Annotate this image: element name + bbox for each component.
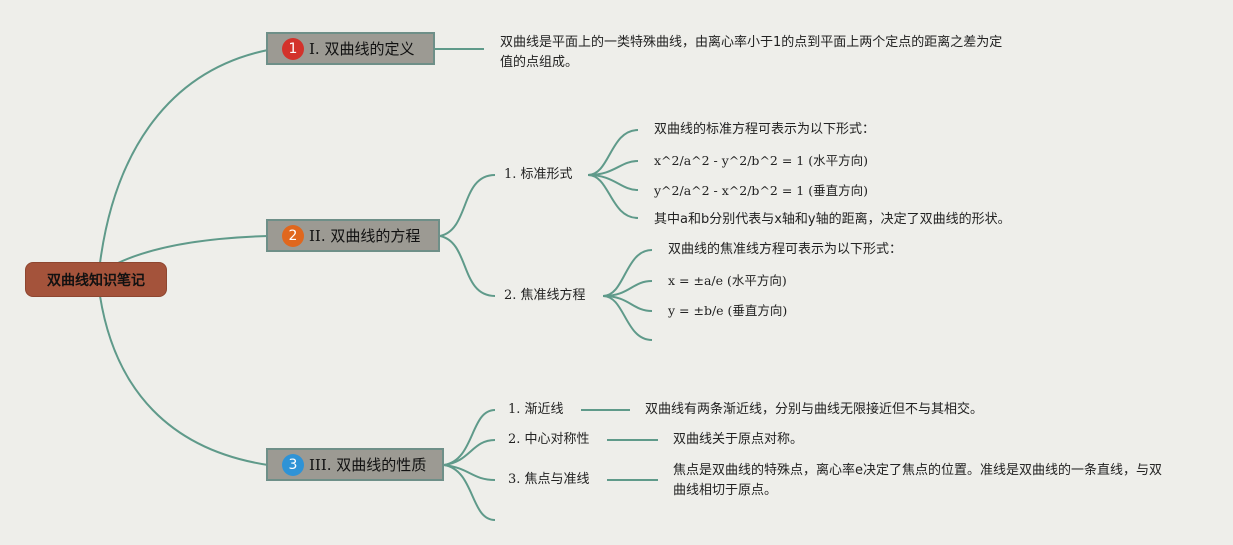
subtopic-directrix-equation[interactable]: 2. 焦准线方程 (504, 288, 586, 303)
subtopic-central-symmetry[interactable]: 2. 中心对称性 (508, 432, 590, 447)
topic-label: II. 双曲线的方程 (309, 227, 421, 245)
topic-equations[interactable]: 2 II. 双曲线的方程 (266, 219, 440, 252)
equation-leaf: y = ±b/e (垂直方向) (668, 303, 788, 318)
topic-label: III. 双曲线的性质 (309, 456, 427, 474)
equation-leaf: y^2/a^2 - x^2/b^2 = 1 (垂直方向) (654, 183, 868, 198)
subtopic-standard-form[interactable]: 1. 标准形式 (504, 167, 573, 182)
leaf-text: 双曲线的焦准线方程可表示为以下形式： (668, 242, 903, 257)
leaf-text: 其中a和b分别代表与x轴和y轴的距离，决定了双曲线的形状。 (654, 212, 1011, 227)
leaf-text: 双曲线关于原点对称。 (673, 432, 804, 447)
root-title: 双曲线知识笔记 (47, 272, 145, 289)
equation-leaf: x = ±a/e (水平方向) (668, 273, 787, 288)
topic-definition[interactable]: 1 I. 双曲线的定义 (266, 32, 435, 65)
definition-text: 双曲线是平面上的一类特殊曲线，由离心率小于1的点到平面上两个定点的距离之差为定值… (500, 35, 1003, 70)
topic-properties[interactable]: 3 III. 双曲线的性质 (266, 448, 444, 481)
number-badge-3: 3 (282, 453, 304, 476)
subtopic-asymptote[interactable]: 1. 渐近线 (508, 402, 564, 417)
leaf-text: 焦点是双曲线的特殊点，离心率e决定了焦点的位置。准线是双曲线的一条直线，与双曲线… (673, 463, 1162, 498)
leaf-text: 双曲线的标准方程可表示为以下形式： (654, 122, 876, 137)
number-badge-2: 2 (282, 224, 304, 247)
topic-label: I. 双曲线的定义 (309, 40, 415, 58)
number-badge-1: 1 (282, 37, 304, 60)
subtopic-focus-directrix[interactable]: 3. 焦点与准线 (508, 472, 590, 487)
equation-leaf: x^2/a^2 - y^2/b^2 = 1 (水平方向) (654, 153, 868, 168)
root-node[interactable]: 双曲线知识笔记 (26, 263, 166, 296)
leaf-text: 双曲线有两条渐近线，分别与曲线无限接近但不与其相交。 (645, 402, 984, 417)
